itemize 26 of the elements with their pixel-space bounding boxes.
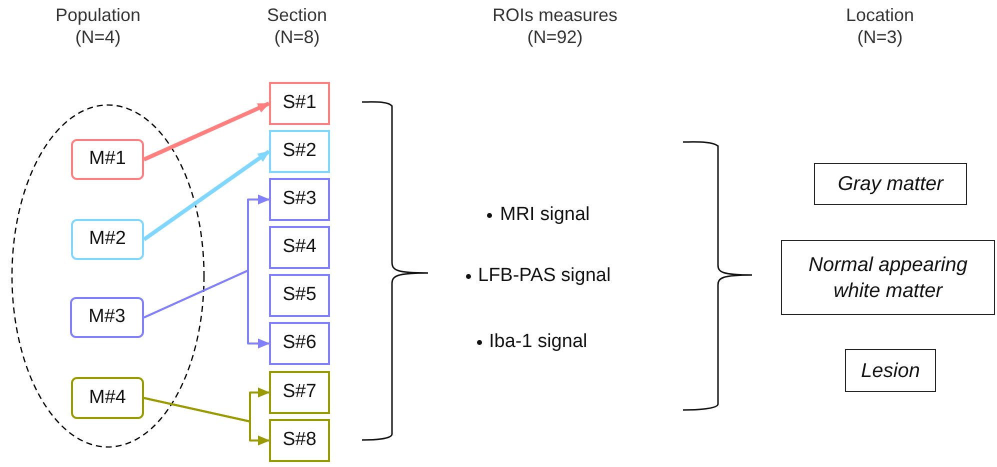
arrow (143, 102, 270, 162)
section-box: S#3 (269, 178, 330, 221)
section-box: S#6 (269, 322, 330, 365)
mouse-box: M#4 (71, 377, 144, 419)
measure-item: MRI signal (500, 203, 590, 227)
arrow (142, 150, 270, 242)
arrow (144, 397, 270, 446)
section-box: S#5 (269, 274, 330, 317)
mouse-box: M#3 (70, 297, 144, 338)
column-header: ROIs measures (N=92) (491, 4, 619, 48)
column-header: Section (N=8) (266, 4, 328, 48)
location-box: Normal appearing white matter (781, 240, 995, 315)
section-box: S#7 (269, 371, 330, 414)
location-box: Gray matter (814, 163, 967, 205)
measure-item: Iba-1 signal (489, 330, 588, 354)
section-box: S#4 (269, 226, 330, 269)
mouse-box: M#2 (71, 219, 144, 260)
location-box: Lesion (845, 349, 936, 392)
column-header: Population (N=4) (54, 4, 142, 48)
arrow (144, 270, 270, 348)
column-header: Location (N=3) (844, 4, 916, 48)
section-box: S#8 (269, 419, 330, 462)
section-box: S#2 (269, 130, 330, 173)
section-box: S#1 (269, 82, 330, 125)
measure-item: LFB-PAS signal (478, 264, 611, 288)
mouse-box: M#1 (71, 139, 144, 180)
